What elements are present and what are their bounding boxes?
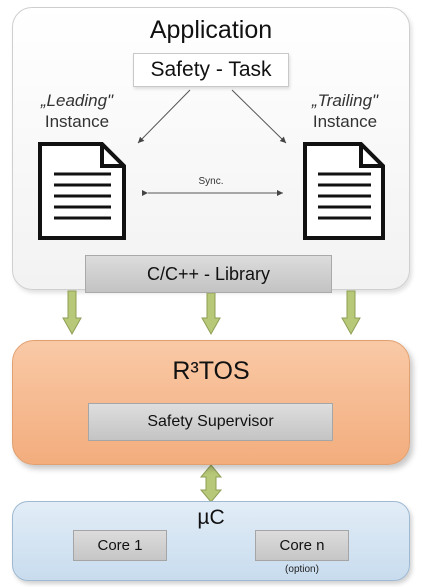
leading-instance-label: „Leading" (40, 91, 114, 110)
core-1-box: Core 1 (73, 530, 167, 561)
rtos-title: R³TOS (172, 357, 250, 385)
safety-supervisor-box: Safety Supervisor (88, 403, 333, 441)
document-icon (303, 142, 385, 240)
rtos-block (12, 340, 410, 465)
document-icon (38, 142, 126, 240)
library-box: C/C++ - Library (85, 255, 332, 293)
core-n-option-label: (option) (285, 564, 319, 575)
library-to-rtos-arrow-left (62, 290, 82, 336)
rtos-uc-double-arrow (199, 464, 223, 503)
sync-label: Sync. (198, 176, 224, 187)
trailing-instance-sublabel: Instance (312, 112, 378, 131)
leading-instance-sublabel: Instance (44, 112, 110, 131)
safety-task-box: Safety - Task (133, 53, 289, 87)
core-n-box: Core n (255, 530, 349, 561)
microcontroller-title: µC (197, 506, 225, 529)
library-to-rtos-arrow-center (201, 292, 221, 336)
task-to-trailing-arrow (231, 89, 287, 144)
task-to-leading-arrow (137, 89, 191, 144)
trailing-instance-label: „Trailing" (311, 91, 379, 110)
application-title: Application (149, 16, 273, 44)
library-to-rtos-arrow-right (341, 290, 361, 336)
